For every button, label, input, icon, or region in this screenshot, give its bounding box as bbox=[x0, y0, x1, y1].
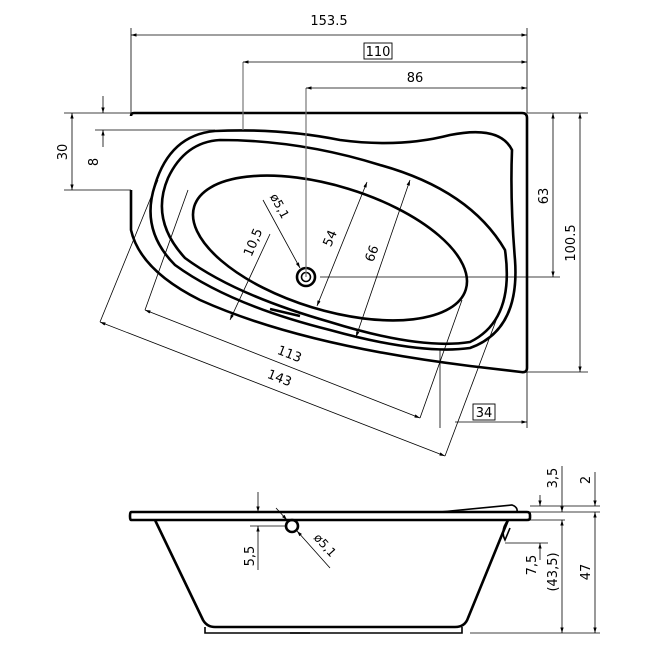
tub-outline bbox=[129, 111, 529, 374]
dim-overall-length: 153.5 bbox=[310, 14, 347, 29]
rim-lip bbox=[439, 504, 518, 513]
base-plate bbox=[204, 627, 463, 634]
tub-body bbox=[153, 519, 510, 629]
dim-overflow-depth: 5,5 bbox=[243, 546, 258, 567]
rim-outer bbox=[149, 129, 517, 351]
dim-top-offset: 2 bbox=[579, 476, 594, 484]
dim-basin-width: 66 bbox=[363, 243, 383, 264]
dim-total-height: 47 bbox=[579, 564, 594, 581]
dim-drain-offset-y: 63 bbox=[537, 188, 552, 205]
dim-rim-height-offset: 3,5 bbox=[546, 468, 561, 489]
dim-left-depth: 30 bbox=[56, 144, 71, 161]
rim bbox=[128, 510, 532, 522]
dim-drain-offset-x: 86 bbox=[407, 71, 424, 86]
dim-inner-depth: (43,5) bbox=[546, 552, 561, 591]
apron-edge bbox=[502, 519, 511, 542]
dim-outer-length: 143 bbox=[265, 367, 294, 390]
dim-drain-diameter: ø5,1 bbox=[267, 191, 292, 221]
dim-boxed-corner: 34 bbox=[476, 406, 493, 421]
dim-overflow-diameter: ø5,1 bbox=[311, 531, 339, 560]
overflow bbox=[284, 518, 300, 534]
dim-inner-width: 54 bbox=[321, 228, 341, 249]
dim-apron-height: 7,5 bbox=[525, 555, 540, 576]
top-view: 153.5 110 86 30 8 63 100.5 ø5,1 10,5 54 … bbox=[56, 14, 588, 457]
side-view: 5,5 ø5,1 7,5 3,5 (43,5) 2 47 bbox=[128, 466, 600, 634]
dim-boxed-length: 110 bbox=[366, 45, 391, 60]
dim-overall-width: 100.5 bbox=[564, 224, 579, 261]
dim-rim-width: 10,5 bbox=[241, 226, 266, 259]
dim-left-offset: 8 bbox=[87, 158, 102, 166]
